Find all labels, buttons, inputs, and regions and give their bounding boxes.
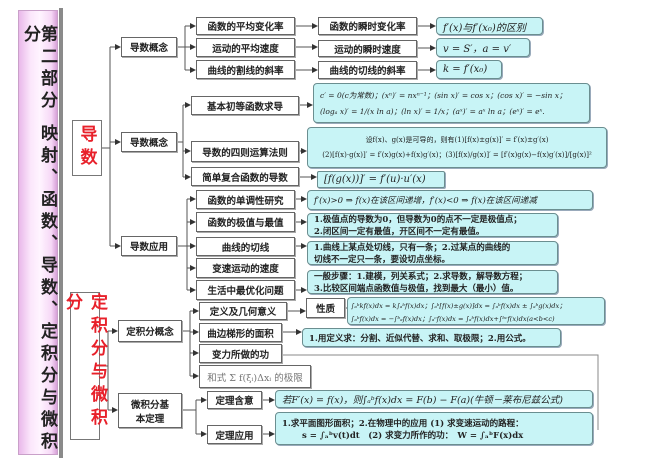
node-instant-speed[interactable]: 运动的瞬时速度 <box>318 40 417 57</box>
formula-four-rules: 设f(x)、g(x)是可导的，则有(1)[f(x)±g(x)]′ = f′(x)… <box>307 127 607 168</box>
node-sum-limit[interactable]: 和式 Σ f(ξᵢ)Δxᵢ 的极限 <box>199 365 311 388</box>
formula-monotonic: f′(x)>0 ⇒ f(x)在该区间递增，f′(x)<0 ⇒ f(x)在该区间递… <box>307 190 593 210</box>
node-curved-area[interactable]: 曲边梯形的面积 <box>199 323 282 342</box>
node-derivative-application[interactable]: 导数应用 <box>121 236 177 256</box>
node-instant-rate[interactable]: 函数的瞬时变化率 <box>318 17 417 35</box>
formula-newton-leibniz: 若F′(x) = f(x)，则∫ₐᵇf(x)dx = F(b) − F(a)(牛… <box>275 390 593 408</box>
node-work[interactable]: 变力所做的功 <box>199 344 282 363</box>
connector-concept2 <box>177 105 184 177</box>
formula-integral-properties: ∫ₐᵇkf(x)dx = k∫ₐᵇf(x)dx；∫ₐᵇ[f(x)±g(x)]dx… <box>347 297 605 325</box>
node-avg-rate[interactable]: 函数的平均变化率 <box>196 17 295 35</box>
node-monotonic[interactable]: 函数的单调性研究 <box>196 190 295 209</box>
section-integral: 定积分与微积分 <box>62 292 107 440</box>
note-tangent: 1.曲线上某点处切线，只有一条；2.过某点的曲线的切线不一定只一条，要设切点坐标… <box>307 241 558 265</box>
divider <box>59 8 63 458</box>
formula-difference: f′(x)与f′(x₀)的区别 <box>436 17 543 35</box>
node-derivative-concept-2[interactable]: 导数概念 <box>121 132 177 152</box>
note-extremum: 1.极值点的导数为0，但导数为0的点不一定是极值点；2.闭区间一定有最值，开区间… <box>307 213 558 237</box>
node-extremum[interactable]: 函数的极值与最值 <box>196 212 295 232</box>
node-property[interactable]: 性质 <box>306 298 345 318</box>
node-optimization[interactable]: 生活中最优化问题 <box>196 280 295 300</box>
formula-slope: k = f′(x₀) <box>436 60 502 79</box>
node-definition[interactable]: 定义及几何意义 <box>199 302 287 320</box>
section-derivative: 导数 <box>72 120 102 176</box>
connector-int-concept <box>182 311 191 376</box>
formula-basic-derivatives: c′ = 0(c为常数)；(xⁿ)′ = nxⁿ⁻¹；(sin x)′ = co… <box>313 83 590 123</box>
connector-theorem <box>182 400 197 434</box>
connector-app <box>177 199 188 290</box>
node-composite[interactable]: 简单复合函数的导数 <box>191 167 299 186</box>
node-avg-speed[interactable]: 运动的平均速度 <box>196 38 295 57</box>
node-basic-derivatives[interactable]: 基本初等函数求导 <box>191 96 299 115</box>
note-optimization: 一般步骤：1.建模，列关系式；2.求导数，解导数方程；3.比较区间端点函数值与极… <box>307 270 558 294</box>
connector-integral-trunk <box>100 331 109 410</box>
connector-derivative-trunk <box>102 46 120 247</box>
note-theorem-application: 1.求平面图形面积；2.在物理中的应用 (1) 求变速运动的路程：s = ∫ₐᵇ… <box>275 412 593 445</box>
node-tangent-slope[interactable]: 曲线的切线的斜率 <box>318 61 417 79</box>
node-integral-concept[interactable]: 定积分概念 <box>118 320 182 342</box>
node-four-rules[interactable]: 导数的四则运算法则 <box>191 141 299 162</box>
work-bracket-line <box>282 354 599 430</box>
node-variable-speed[interactable]: 变速运动的速度 <box>196 258 295 278</box>
node-tangent[interactable]: 曲线的切线 <box>196 237 295 256</box>
node-fundamental-theorem[interactable]: 微积分基本定理 <box>118 393 182 428</box>
note-area-method: 1.用定义求：分割、近似代替、求和、取极限；2.用公式。 <box>302 328 561 347</box>
node-theorem-meaning[interactable]: 定理含意 <box>207 391 262 409</box>
node-secant-slope[interactable]: 曲线的割线的斜率 <box>196 60 295 79</box>
formula-velocity: v = S′，a = v′ <box>436 38 530 57</box>
node-theorem-application[interactable]: 定理应用 <box>207 425 262 444</box>
formula-composite: [f(g(x))]′ = f′(u)·u′(x) <box>317 171 445 188</box>
node-derivative-concept-1[interactable]: 导数概念 <box>121 37 177 57</box>
part-banner: 第二部分 映射、函数、导数、定积分与微积分 <box>18 10 58 455</box>
connector-concept1 <box>177 26 186 70</box>
